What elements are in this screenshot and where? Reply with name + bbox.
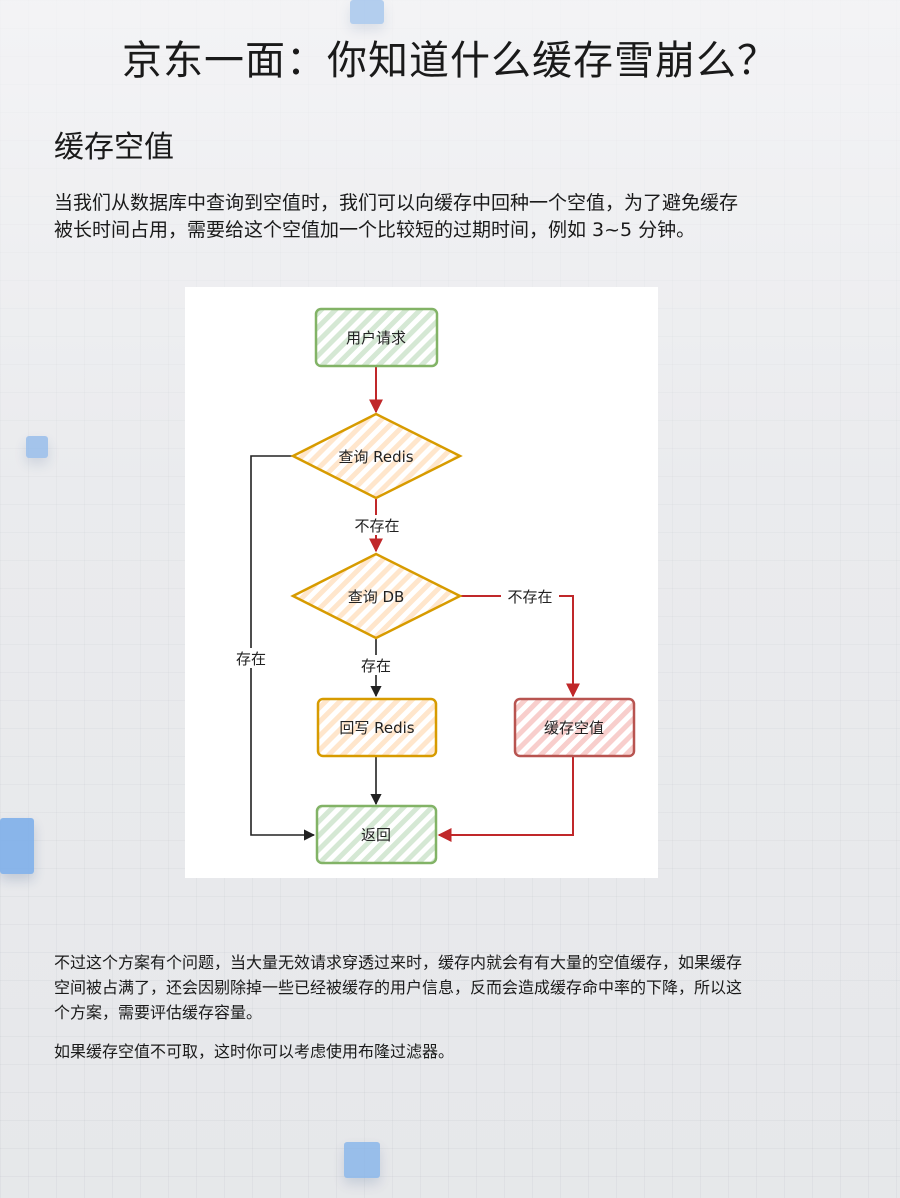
intro-paragraph: 当我们从数据库中查询到空值时，我们可以向缓存中回种一个空值，为了避免缓存被长时间… <box>54 192 739 241</box>
node-return: 返回 <box>315 804 438 865</box>
node-cache-null-label: 缓存空值 <box>544 719 604 737</box>
edge-label-bg <box>229 648 273 668</box>
body-paragraph-1: 不过这个方案有个问题，当大量无效请求穿透过来时，缓存内就会有有大量的空值缓存，如… <box>54 953 743 1022</box>
decorative-cube <box>350 0 384 24</box>
node-return-label: 返回 <box>361 826 391 844</box>
flowchart: 不存在 不存在 存在 存在 用户请求 查询 Redis 查询 DB 回写 Red… <box>229 307 636 865</box>
node-query-db-label: 查询 DB <box>348 588 405 606</box>
decorative-cube <box>26 436 48 458</box>
edge-redis-hit-to-return <box>250 455 316 841</box>
node-write-back-redis-label: 回写 Redis <box>339 719 414 737</box>
edge-label-redis-hit: 存在 <box>236 650 266 668</box>
edge-label-bg <box>348 515 406 535</box>
node-user-request: 用户请求 <box>314 307 439 368</box>
edge-cache-null-to-return <box>437 757 574 842</box>
page-title: 京东一面：你知道什么缓存雪崩么？ <box>122 38 778 84</box>
node-cache-null: 缓存空值 <box>513 697 636 758</box>
edge-label-bg <box>501 586 559 606</box>
body-paragraph-2: 如果缓存空值不可取，这时你可以考虑使用布隆过滤器。 <box>54 1042 455 1061</box>
node-query-redis: 查询 Redis <box>290 412 463 500</box>
decorative-cube <box>0 818 34 874</box>
decorative-cube <box>344 1142 380 1178</box>
edge-db-to-cache-null <box>460 595 580 698</box>
edge-label-bg <box>355 655 399 675</box>
flowchart-card: 不存在 不存在 存在 存在 用户请求 查询 Redis 查询 DB 回写 Red… <box>185 287 658 878</box>
node-write-back-redis: 回写 Redis <box>316 697 438 758</box>
edge-label-db-hit: 存在 <box>361 657 391 675</box>
edge-label-db-miss: 不存在 <box>507 588 552 606</box>
edge-label-redis-miss: 不存在 <box>354 517 399 535</box>
node-user-request-label: 用户请求 <box>346 329 406 347</box>
node-query-db: 查询 DB <box>290 552 463 640</box>
node-query-redis-label: 查询 Redis <box>338 448 413 466</box>
section-heading: 缓存空值 <box>54 130 174 165</box>
